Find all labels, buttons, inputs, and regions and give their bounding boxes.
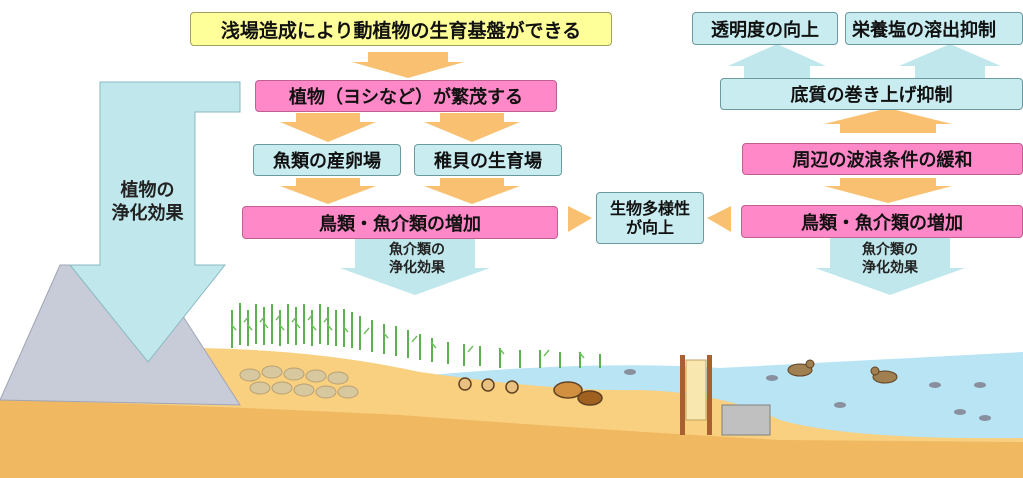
box-fish-spawning: 魚類の産卵場: [253, 144, 401, 176]
ducks: [787, 359, 898, 384]
arrow-waves-to-increase: [824, 178, 952, 203]
arrow-shellfish-to-increase: [424, 178, 520, 204]
arrow-up-to-sediment: [824, 108, 952, 133]
box-nutrient-suppression: 栄養塩の溶出抑制: [845, 12, 1023, 45]
label-right-fish-purify: 魚介類の 浄化効果: [862, 242, 918, 276]
stone-layer: [239, 365, 359, 399]
box-biodiversity-improves: 生物多様性 が向上: [596, 192, 704, 244]
arrow-left-fish-purify: [340, 237, 490, 295]
plant-purification-arrow: [68, 81, 241, 363]
stone-basket: [721, 404, 771, 436]
shells: [458, 377, 603, 406]
arrow-plants-to-fish: [280, 113, 376, 142]
box-right-birds-fish-increase: 鳥類・魚介類の増加: [741, 205, 1023, 238]
box-plants-flourish: 植物（ヨシなど）が繁茂する: [255, 80, 557, 112]
arrow-fish-to-increase: [280, 178, 376, 204]
box-wave-mitigation: 周辺の波浪条件の緩和: [742, 143, 1023, 175]
fish: [624, 369, 991, 421]
label-left-fish-purify: 魚介類の 浄化効果: [389, 242, 445, 276]
arrow-right-fish-purify: [815, 237, 965, 295]
box-left-birds-fish-increase: 鳥類・魚介類の増加: [242, 206, 558, 239]
arrow-to-center-left: [568, 206, 592, 232]
box-transparency: 透明度の向上: [692, 12, 838, 45]
arrow-top-to-plants: [352, 52, 464, 78]
arrow-to-center-right: [707, 206, 731, 232]
box-shellfish-growth: 稚貝の生育場: [414, 144, 562, 176]
arrow-up-to-transparency: [728, 44, 826, 78]
reed-leaves: [230, 313, 585, 359]
seabed-layer: [0, 400, 1023, 478]
box-shallows-created: 浅場造成により動植物の生育基盤ができる: [190, 12, 612, 46]
arrow-plants-to-shellfish: [424, 113, 520, 142]
box-sediment-suppression: 底質の巻き上げ抑制: [720, 78, 1023, 110]
gabion: [685, 359, 707, 421]
arrow-up-to-nutrient: [899, 44, 1001, 78]
wooden-piles: [680, 355, 712, 435]
label-plant-purification: 植物の 浄化効果: [111, 180, 184, 224]
